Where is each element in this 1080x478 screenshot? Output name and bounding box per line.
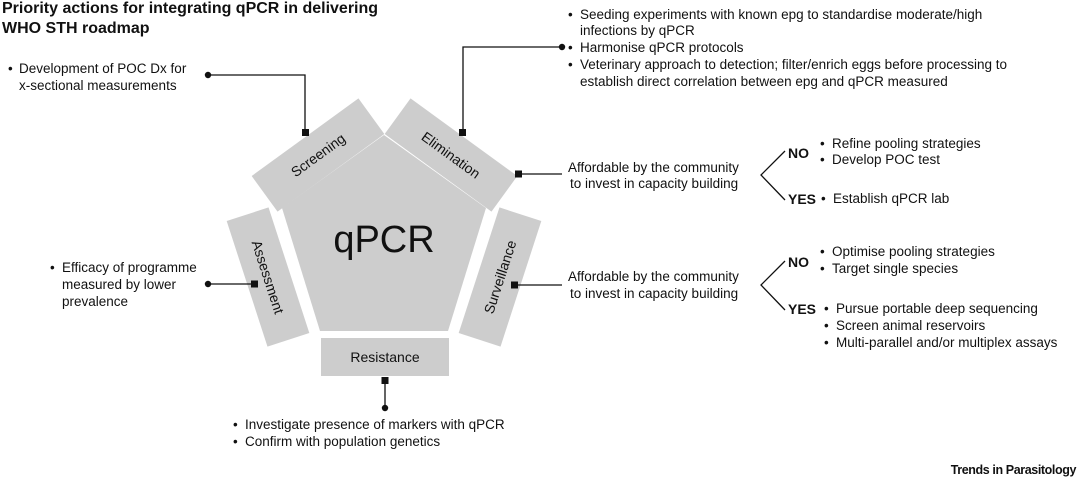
elimination-no-bullet-2: •: [820, 152, 825, 167]
segment-surveillance: Surveillance: [458, 207, 542, 347]
connector-square: [459, 129, 466, 136]
qpcr-pentagon: [282, 135, 486, 331]
assessment-note-line-1: Efficacy of programme: [62, 260, 197, 275]
elimination-branch-lines: [760, 150, 786, 201]
assessment-note-line-2: measured by lower: [62, 277, 177, 292]
elimination-yes-bullet-1: •: [821, 191, 826, 206]
connector-square: [381, 377, 389, 384]
surveillance-connector: [511, 281, 562, 289]
resistance-block: [321, 338, 449, 376]
elimination-note-3-line-1: Veterinary approach to detection; filter…: [580, 57, 1007, 72]
assessment-bullet: •: [50, 260, 55, 275]
screening-bullet: •: [8, 61, 13, 76]
surveillance-question-line-1: Affordable by the community: [568, 269, 739, 284]
connector-square: [302, 129, 309, 136]
screening-connector: [204, 71, 309, 136]
elimination-block: [384, 98, 518, 212]
resistance-label: Resistance: [350, 349, 419, 365]
elimination-bullet-3: •: [568, 57, 573, 72]
elimination-question-line-2: to invest in capacity building: [570, 176, 738, 191]
title-line-2: WHO STH roadmap: [2, 20, 150, 37]
screening-block: [251, 98, 385, 212]
surveillance-yes-item-1: Pursue portable deep sequencing: [836, 301, 1038, 316]
assessment-note-line-3: prevalence: [62, 294, 128, 309]
surveillance-question-line-2: to invest in capacity building: [570, 286, 738, 301]
segment-assessment: Assessment: [226, 207, 310, 347]
elimination-no-item-2: Develop POC test: [832, 152, 940, 167]
connector-dot: [381, 404, 389, 412]
surveillance-no-item-2: Target single species: [832, 261, 958, 276]
assessment-block: [226, 207, 310, 347]
elimination-bullet-1: •: [568, 7, 573, 22]
screening-note-line-1: Development of POC Dx for: [19, 61, 187, 76]
surveillance-no-label: NO: [788, 254, 809, 270]
connector-dot: [204, 280, 212, 288]
elimination-bullet-2: •: [568, 40, 573, 55]
elimination-question-line-1: Affordable by the community: [568, 160, 739, 175]
screening-note-line-2: x-sectional measurements: [19, 78, 177, 93]
surveillance-yes-bullet-1: •: [824, 301, 829, 316]
connector-square: [515, 170, 522, 178]
connector-square: [251, 280, 258, 288]
elimination-no-label: NO: [788, 145, 809, 161]
surveillance-block: [458, 207, 542, 347]
surveillance-no-bullet-2: •: [820, 261, 825, 276]
qpcr-label: qPCR: [333, 219, 434, 261]
connector-dot: [204, 71, 212, 79]
surveillance-yes-item-2: Screen animal reservoirs: [836, 318, 986, 333]
surveillance-branch-lines: [760, 260, 786, 311]
elimination-no-bullet-1: •: [820, 136, 825, 151]
elimination-yes-item-1: Establish qPCR lab: [833, 191, 949, 206]
elimination-top-connector: [459, 43, 566, 136]
surveillance-no-bullet-1: •: [820, 244, 825, 259]
journal-credit: Trends in Parasitology: [951, 463, 1077, 477]
surveillance-yes-bullet-3: •: [824, 335, 829, 350]
elimination-right-connector: [515, 170, 562, 178]
resistance-bullet-1: •: [233, 417, 238, 432]
resistance-note-1: Investigate presence of markers with qPC…: [245, 417, 505, 432]
surveillance-yes-bullet-2: •: [824, 318, 829, 333]
surveillance-no-item-1: Optimise pooling strategies: [832, 244, 995, 259]
resistance-note-2: Confirm with population genetics: [245, 434, 440, 449]
elimination-note-1-line-1: Seeding experiments with known epg to st…: [580, 7, 982, 22]
resistance-connector: [381, 377, 389, 412]
resistance-bullet-2: •: [233, 434, 238, 449]
connector-dot: [558, 43, 566, 51]
title-line-1: Priority actions for integrating qPCR in…: [2, 0, 378, 17]
assessment-connector: [204, 280, 258, 288]
connector-square: [511, 281, 518, 289]
segment-resistance: Resistance: [321, 338, 449, 376]
surveillance-yes-label: YES: [788, 301, 816, 317]
elimination-note-2: Harmonise qPCR protocols: [580, 40, 744, 55]
elimination-note-1-line-2: infections by qPCR: [580, 23, 695, 38]
elimination-no-item-1: Refine pooling strategies: [832, 136, 981, 151]
elimination-note-3-line-2: establish direct correlation between epg…: [580, 74, 948, 89]
surveillance-yes-item-3: Multi-parallel and/or multiplex assays: [836, 335, 1058, 350]
elimination-yes-label: YES: [788, 191, 816, 207]
